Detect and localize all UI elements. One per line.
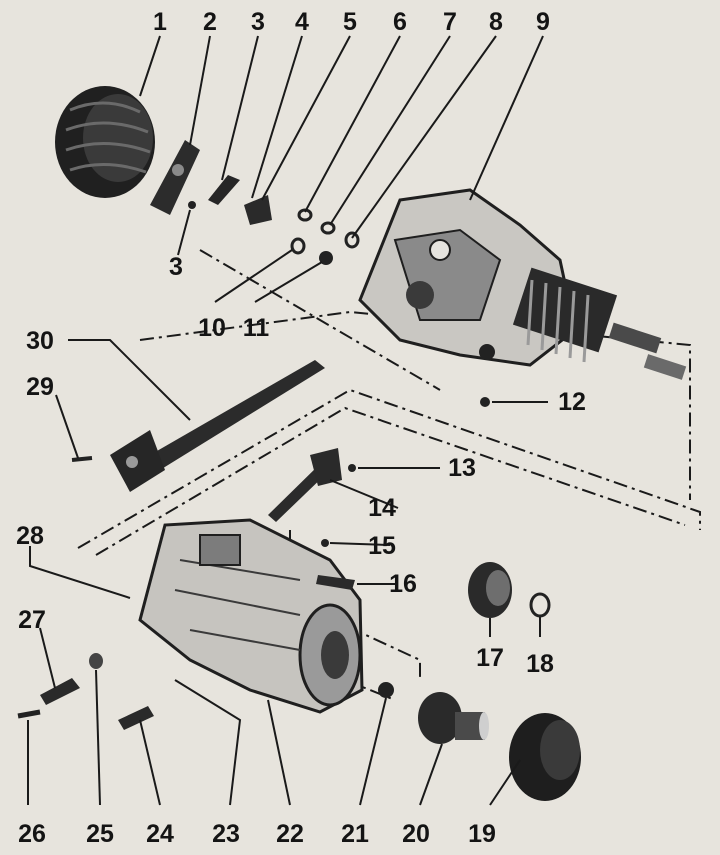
- callout-1: 1: [153, 8, 167, 36]
- callout-12: 12: [558, 388, 586, 416]
- part-3-bolt: [188, 201, 196, 209]
- part-16-bolt: [316, 575, 355, 590]
- part-9-gearbox-housing: [358, 188, 687, 380]
- part-2-flange: [150, 140, 200, 215]
- part-12-plug: [480, 397, 490, 407]
- callout-22: 22: [276, 820, 304, 848]
- callout-3-lower: 3: [169, 253, 183, 281]
- callout-30: 30: [26, 327, 54, 355]
- part-25-washer: [89, 653, 103, 669]
- part-8-ring: [344, 231, 360, 249]
- callout-7: 7: [443, 8, 457, 36]
- callout-17: 17: [476, 644, 504, 672]
- callout-3: 3: [251, 8, 265, 36]
- callout-labels: 1 2 3 4 5 6 7 8 9 3 10 11 30 29 12 13 14…: [16, 8, 586, 848]
- callout-8: 8: [489, 8, 503, 36]
- callout-19: 19: [468, 820, 496, 848]
- callout-6: 6: [393, 8, 407, 36]
- lower-parts: [17, 518, 581, 801]
- callout-24: 24: [146, 820, 174, 848]
- callout-2: 2: [203, 8, 217, 36]
- callout-10: 10: [198, 314, 226, 342]
- part-26-screw: [17, 709, 41, 719]
- callout-15: 15: [368, 532, 396, 560]
- upper-parts: [55, 86, 687, 407]
- part-7-ring: [320, 221, 336, 235]
- callout-20: 20: [402, 820, 430, 848]
- part-5-seal: [244, 195, 272, 225]
- part-13-bolt: [348, 464, 356, 472]
- part-27-bolt: [40, 678, 80, 705]
- callout-29: 29: [26, 373, 54, 401]
- shaft-parts: [71, 360, 356, 522]
- callout-28: 28: [16, 522, 44, 550]
- part-10-washer: [290, 237, 306, 255]
- callout-26: 26: [18, 820, 46, 848]
- callout-14: 14: [368, 494, 396, 522]
- part-19-cover: [509, 713, 581, 801]
- part-24-bolt: [118, 706, 154, 730]
- callout-23: 23: [212, 820, 240, 848]
- part-4-plate: [208, 175, 240, 205]
- part-29-pin: [71, 456, 93, 462]
- callout-11: 11: [243, 314, 270, 342]
- part-15-screw: [321, 539, 329, 547]
- part-21-seal: [378, 682, 394, 698]
- callout-27: 27: [18, 606, 46, 634]
- callout-9: 9: [536, 8, 550, 36]
- callout-13: 13: [448, 454, 476, 482]
- part-22-transmission-case: [138, 518, 364, 714]
- callout-16: 16: [389, 570, 417, 598]
- part-14-selector-shaft: [268, 462, 330, 522]
- part-1-cover: [55, 86, 155, 198]
- part-17-gear: [468, 562, 512, 618]
- callout-18: 18: [526, 650, 554, 678]
- part-20-output-gear: [418, 692, 489, 744]
- leader-lines: [27, 35, 548, 806]
- part-18-circlip: [529, 592, 551, 618]
- callout-5: 5: [343, 8, 357, 36]
- callout-25: 25: [86, 820, 114, 848]
- callout-4: 4: [295, 8, 309, 36]
- part-30-shift-shaft: [150, 360, 325, 470]
- part-11-nut: [319, 251, 333, 265]
- callout-21: 21: [341, 820, 369, 848]
